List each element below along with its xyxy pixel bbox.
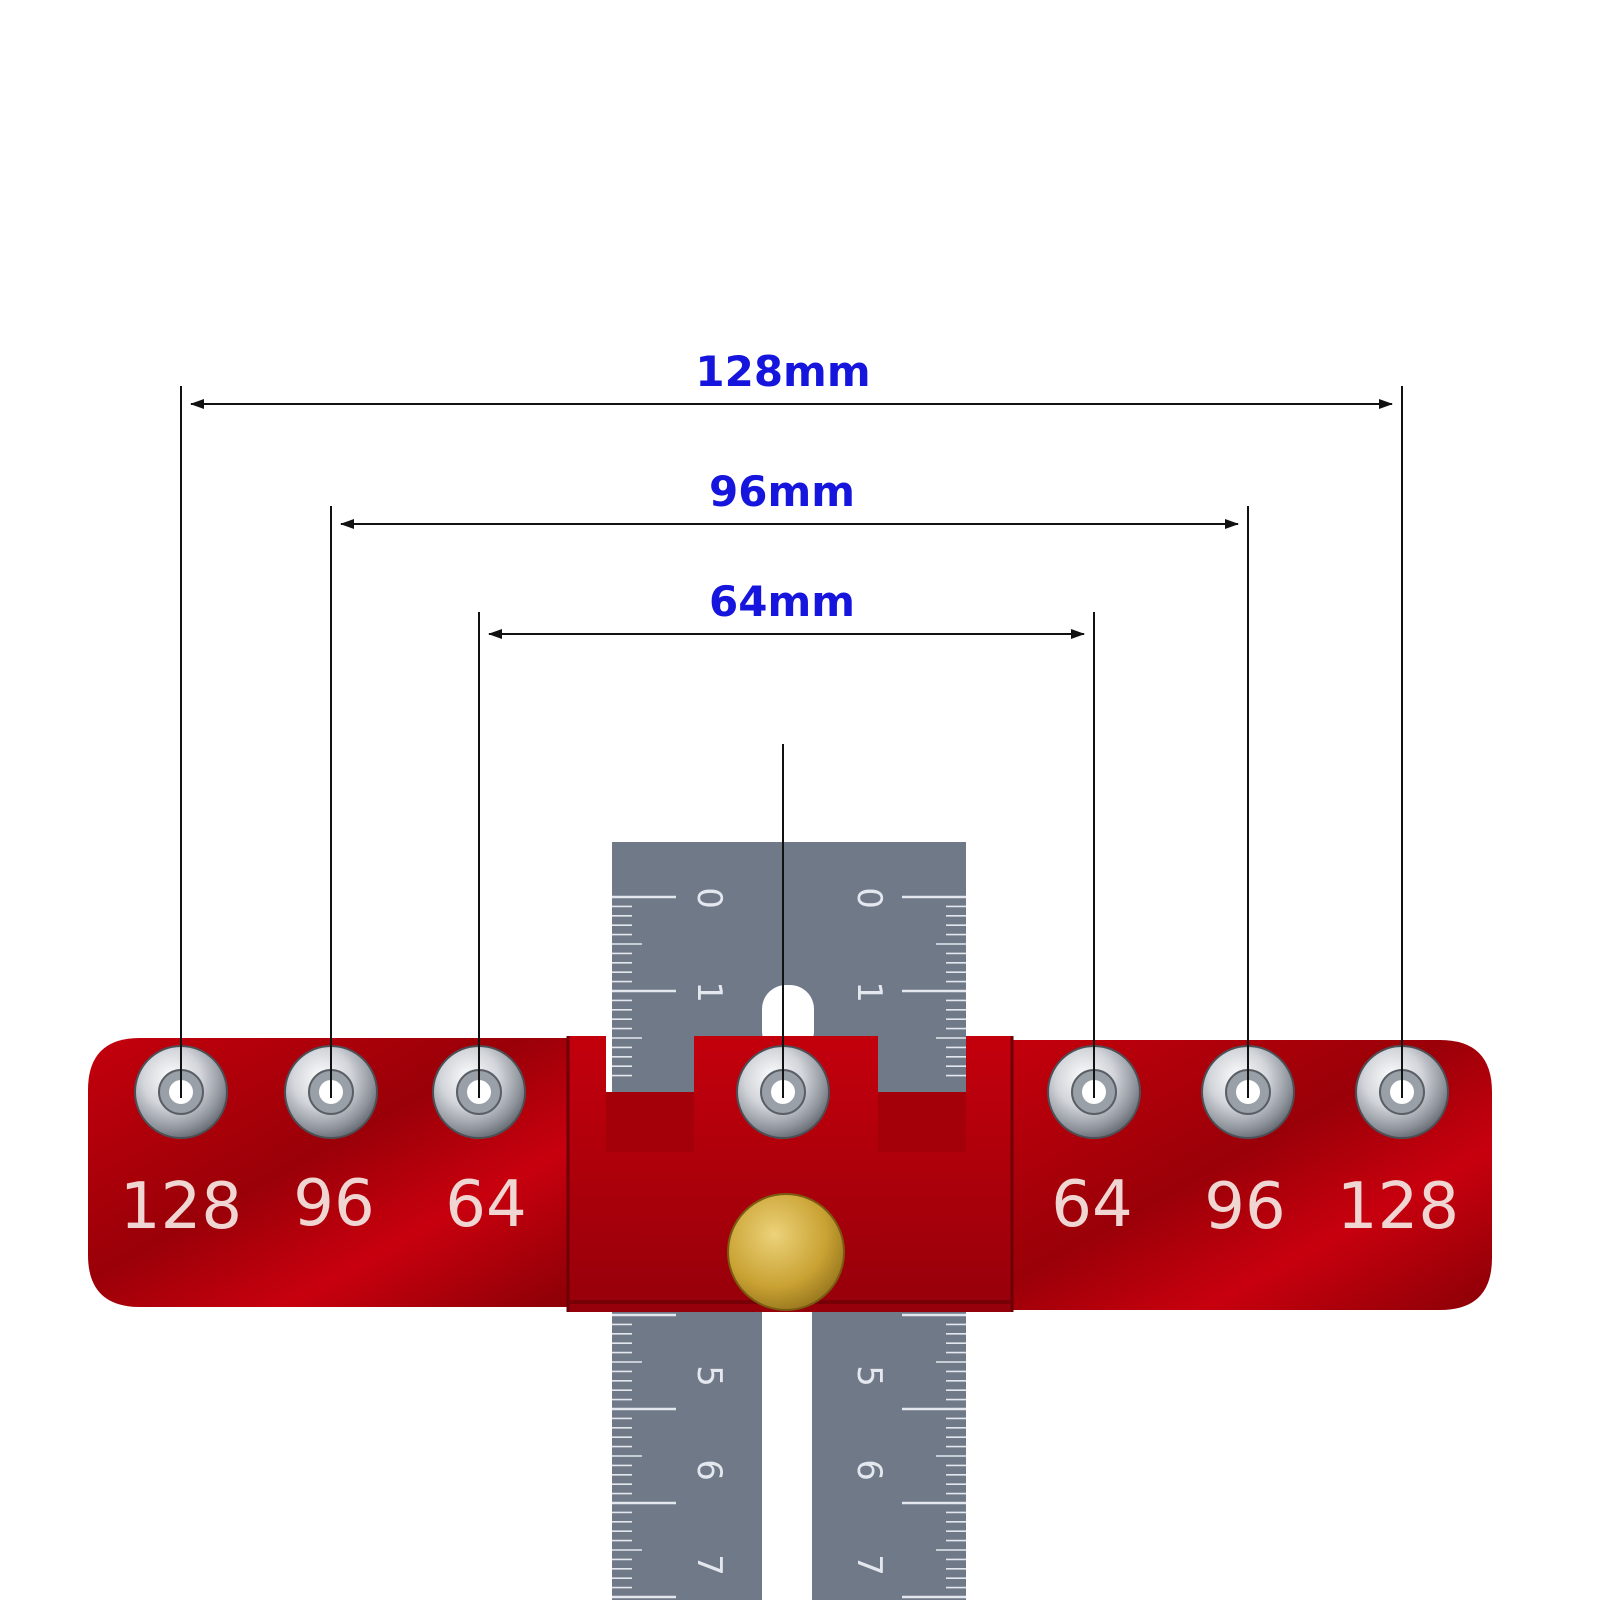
dimension-label-96mm: 96mm [709,467,855,516]
plate-label-left-64: 64 [445,1168,526,1242]
ruler-number-right-7: 7 [849,1554,889,1576]
ruler-left-leg [612,1300,762,1600]
ruler-number-right-6: 6 [849,1459,889,1481]
ruler-number-right-1: 1 [849,981,889,1003]
plate-label-left-96: 96 [293,1167,374,1241]
plate-label-right-96: 96 [1204,1170,1285,1244]
notch-left-bevel [606,1092,694,1152]
plate-label-left-128: 128 [120,1170,242,1244]
ruler-ticks [612,895,966,1599]
plate-label-right-64: 64 [1051,1168,1132,1242]
dimension-label-128mm: 128mm [695,347,870,396]
brass-knob-icon [727,1193,845,1311]
ruler: 0 1 0 1 5 6 7 5 6 7 [612,842,966,1600]
ruler-number-right-5: 5 [849,1365,889,1387]
ruler-number-left-0: 0 [689,887,729,909]
ruler-number-right-0: 0 [849,887,889,909]
notch-right-bevel [878,1092,966,1152]
plate-label-right-128: 128 [1337,1170,1459,1244]
ruler-number-left-7: 7 [689,1554,729,1576]
ruler-number-left-6: 6 [689,1459,729,1481]
ruler-number-left-5: 5 [689,1365,729,1387]
dimension-label-64mm: 64mm [709,577,855,626]
ruler-number-left-1: 1 [689,981,729,1003]
dimension-lines [180,386,1403,1098]
